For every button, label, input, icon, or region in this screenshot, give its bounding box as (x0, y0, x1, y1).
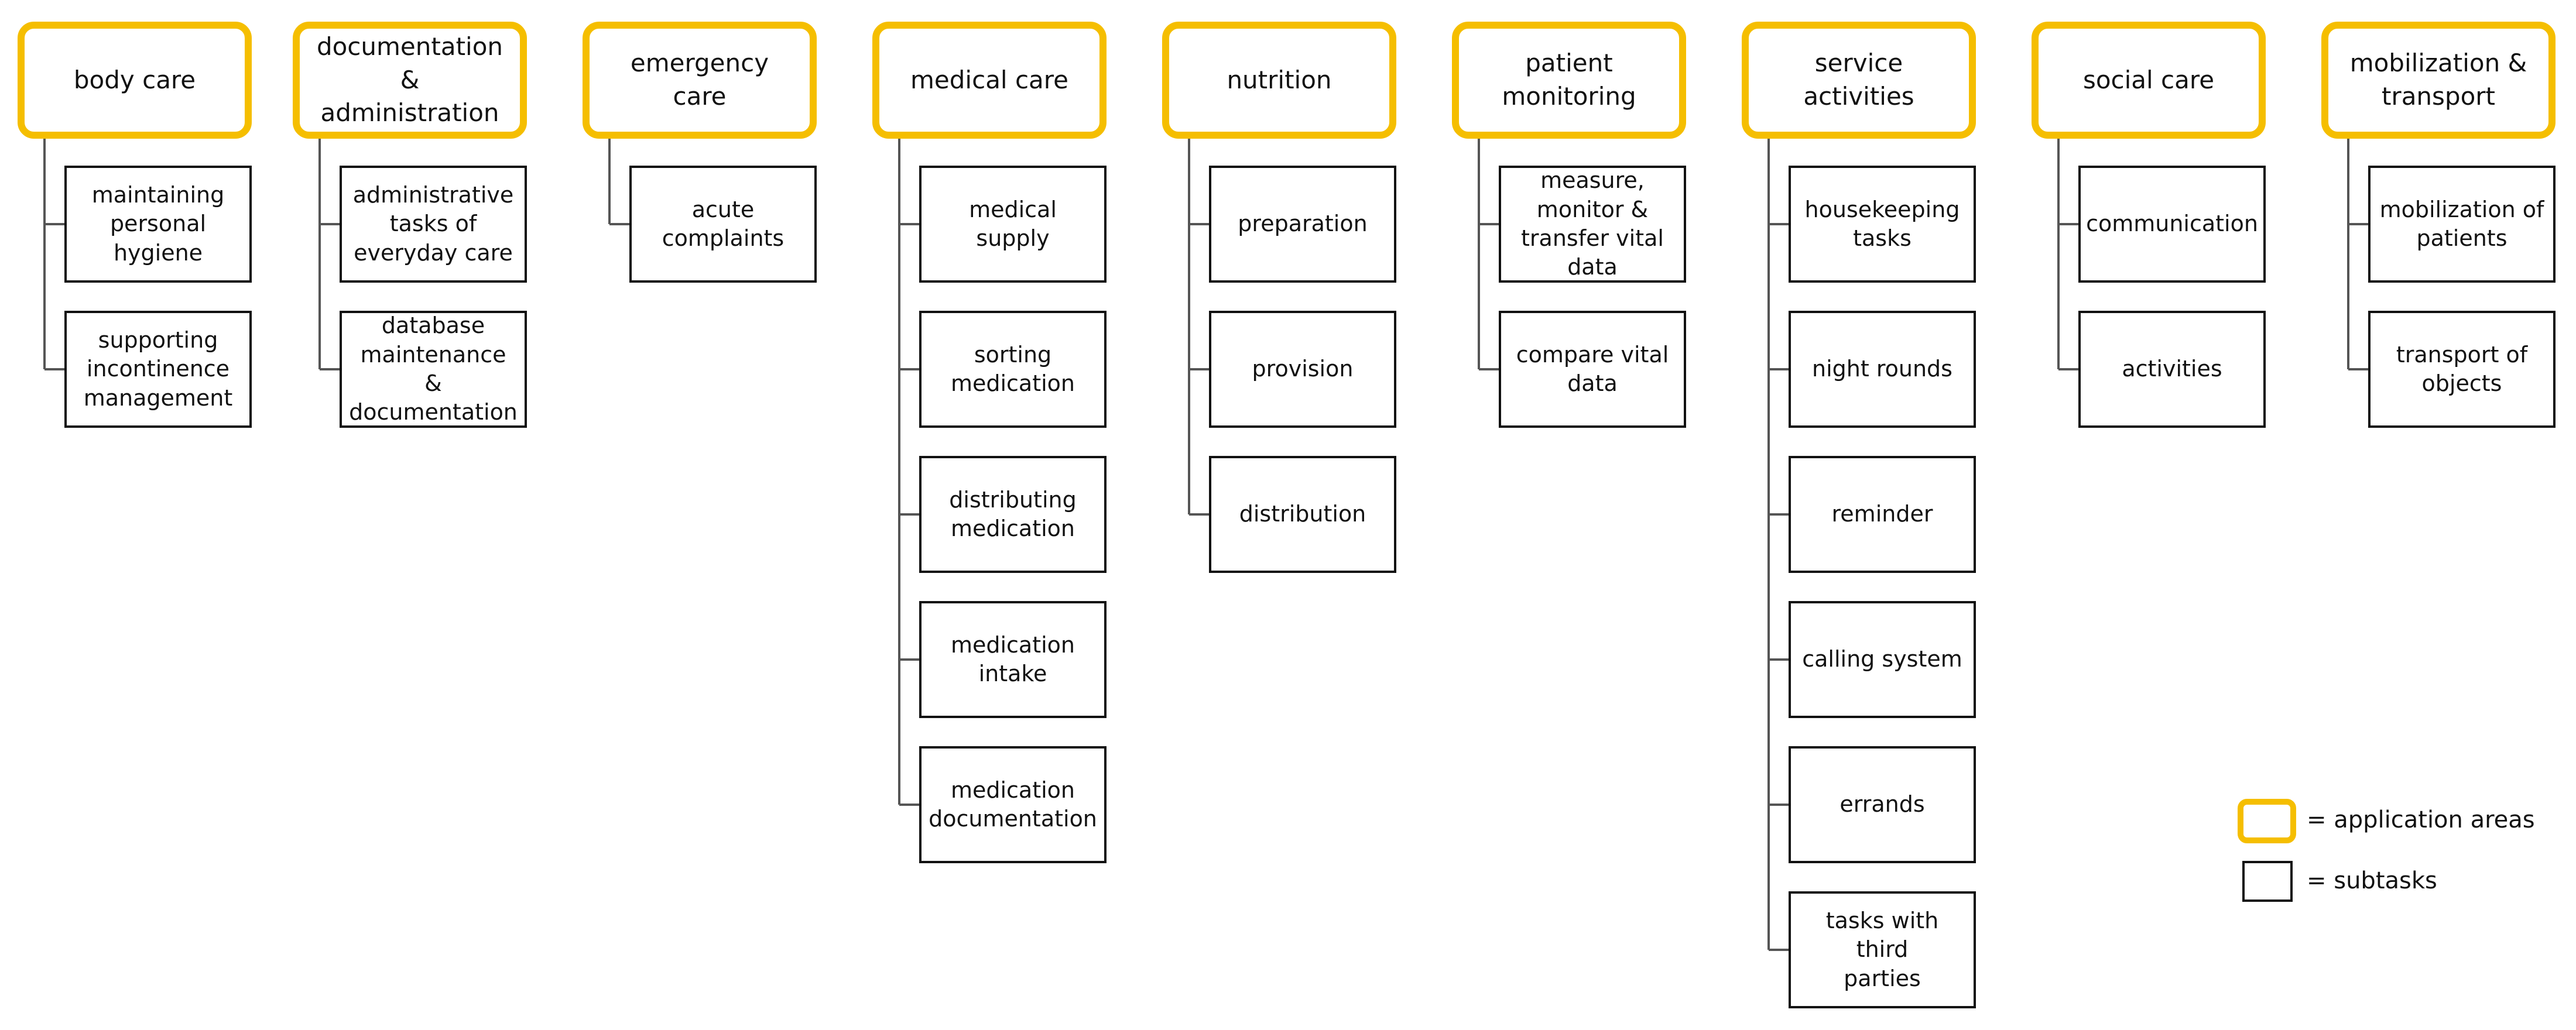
application-area-emergency-care: emergency care (583, 22, 817, 139)
subtask-reminder: reminder (1789, 456, 1976, 573)
application-area-label: documentation & administration (316, 32, 503, 128)
subtask-provision: provision (1209, 311, 1396, 428)
legend-subtask-swatch (2242, 861, 2293, 902)
application-area-label: body care (73, 65, 196, 94)
subtask-label: preparation (1238, 211, 1368, 237)
subtask-label: errands (1839, 791, 1925, 818)
application-area-label: medical care (910, 65, 1068, 94)
subtask-housekeeping-tasks: housekeeping tasks (1789, 166, 1976, 283)
subtask-label: maintaining personal hygiene (91, 181, 225, 266)
subtask-database-maintenance-documentation: database maintenance & documentation (340, 311, 527, 428)
application-area-documentation-administration: documentation & administration (293, 22, 527, 139)
subtask-mobilization-of-patients: mobilization of patients (2368, 166, 2556, 283)
subtask-label: activities (2122, 356, 2222, 382)
application-area-label: emergency care (630, 49, 769, 111)
subtask-label: compare vital data (1516, 341, 1669, 396)
subtask-label: database maintenance & documentation (349, 313, 518, 425)
subtask-tasks-with-third-parties: tasks with third parties (1789, 891, 1976, 1008)
subtask-label: reminder (1831, 501, 1933, 527)
subtask-label: mobilization of patients (2379, 196, 2544, 251)
application-area-patient-monitoring: patient monitoring (1452, 22, 1686, 139)
legend-application-areas-label: = application areas (2307, 806, 2535, 833)
subtask-maintaining-personal-hygiene: maintaining personal hygiene (64, 166, 252, 283)
subtask-label: supporting incontinence management (83, 327, 233, 411)
subtask-label: medication intake (950, 631, 1075, 686)
subtask-distributing-medication: distributing medication (919, 456, 1107, 573)
application-area-social-care: social care (2032, 22, 2266, 139)
application-area-label: mobilization & transport (2349, 49, 2527, 111)
application-area-mobilization-transport: mobilization & transport (2321, 22, 2556, 139)
subtask-distribution: distribution (1209, 456, 1396, 573)
application-area-label: social care (2082, 65, 2215, 94)
subtask-administrative-tasks-of-everyday-care: administrative tasks of everyday care (340, 166, 527, 283)
subtask-label: distributing medication (949, 486, 1077, 541)
subtask-label: provision (1252, 356, 1354, 382)
subtask-preparation: preparation (1209, 166, 1396, 283)
application-area-body-care: body care (18, 22, 252, 139)
subtask-label: tasks with third parties (1825, 907, 1939, 991)
subtask-errands: errands (1789, 746, 1976, 863)
subtask-label: administrative tasks of everyday care (352, 181, 514, 266)
subtask-compare-vital-data: compare vital data (1499, 311, 1686, 428)
legend-application-area-swatch (2238, 799, 2296, 843)
subtask-label: sorting medication (950, 341, 1075, 396)
subtask-sorting-medication: sorting medication (919, 311, 1107, 428)
subtask-supporting-incontinence-management: supporting incontinence management (64, 311, 252, 428)
subtask-label: housekeeping tasks (1804, 196, 1960, 251)
subtask-label: distribution (1239, 501, 1366, 527)
subtask-label: medical supply (969, 196, 1057, 251)
subtask-calling-system: calling system (1789, 601, 1976, 718)
application-area-service-activities: service activities (1742, 22, 1976, 139)
subtask-medication-intake: medication intake (919, 601, 1107, 718)
application-area-label: service activities (1803, 49, 1914, 111)
subtask-night-rounds: night rounds (1789, 311, 1976, 428)
subtask-transport-of-objects: transport of objects (2368, 311, 2556, 428)
subtask-label: night rounds (1812, 356, 1952, 382)
subtask-communication: communication (2078, 166, 2266, 283)
application-area-label: nutrition (1227, 65, 1332, 94)
subtask-label: transport of objects (2396, 341, 2528, 396)
subtask-label: communication (2086, 211, 2258, 237)
subtask-medication-documentation: medication documentation (919, 746, 1107, 863)
subtask-acute-complaints: acute complaints (629, 166, 817, 283)
subtask-label: calling system (1802, 646, 1962, 672)
subtask-label: measure, monitor & transfer vital data (1521, 167, 1664, 280)
subtask-label: acute complaints (662, 196, 785, 251)
subtask-medical-supply: medical supply (919, 166, 1107, 283)
legend-subtasks-label: = subtasks (2307, 867, 2437, 894)
subtask-measure-monitor-transfer-vital-data: measure, monitor & transfer vital data (1499, 166, 1686, 283)
application-area-nutrition: nutrition (1162, 22, 1396, 139)
subtask-activities: activities (2078, 311, 2266, 428)
application-area-medical-care: medical care (872, 22, 1107, 139)
subtask-label: medication documentation (929, 777, 1097, 832)
application-area-label: patient monitoring (1502, 49, 1636, 111)
